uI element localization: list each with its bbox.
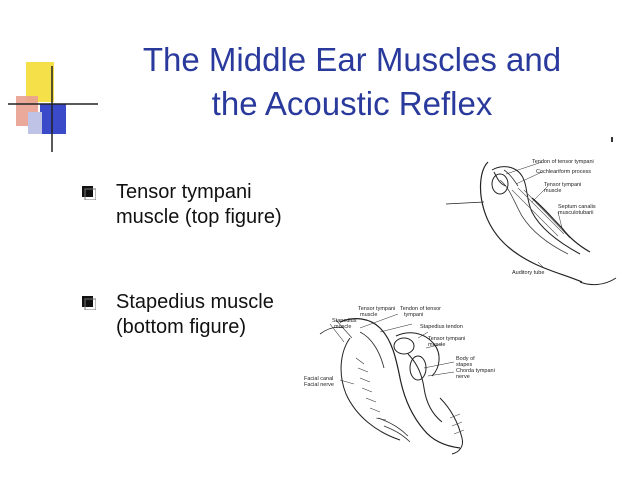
label-bf-1a: Tensor tympani [358, 306, 395, 312]
label-bf-5b: muscle [428, 342, 445, 348]
bottom-figure-label-lines [339, 313, 455, 385]
label-tensor-muscle-2: muscle [544, 188, 561, 194]
label-auditory-tube: Auditory tube [512, 270, 544, 276]
deco-gray-square [28, 112, 42, 134]
label-bf-1b: muscle [360, 312, 377, 318]
slide-title: The Middle Ear Muscles and the Acoustic … [92, 38, 612, 126]
label-septum-1: Septum canalis [558, 204, 596, 210]
label-bf-6a: Body of [456, 356, 475, 362]
label-bf-3b: muscle [334, 324, 351, 330]
label-bf-8a: Facial canal [304, 376, 333, 382]
bullet-text: Tensor tympani muscle (top figure) [116, 180, 282, 230]
bullet-line-2: (bottom figure) [116, 316, 247, 338]
title-line-1: The Middle Ear Muscles and [142, 41, 562, 78]
label-bf-2b: tympani [404, 312, 423, 318]
label-bf-7a: Chorda tympani [456, 368, 495, 374]
bullet-text: Stapedius muscle (bottom figure) [116, 290, 274, 340]
bullet-line-1: Tensor tympani [116, 181, 252, 203]
label-bf-6b: stapes [456, 362, 472, 368]
edge-mark [611, 137, 613, 142]
label-bf-4: Stapedius tendon [420, 324, 463, 330]
bottom-figure-stapedius: Tensor tympani muscle Tendon of tensor t… [304, 306, 495, 455]
bullet-line-2: muscle (top figure) [116, 206, 282, 228]
deco-yellow-square [26, 62, 54, 102]
label-bf-3a: Stapedius [332, 318, 357, 324]
label-septum-2: musculotubarii [558, 210, 593, 216]
bullet-square-icon [82, 296, 96, 310]
label-bf-7b: nerve [456, 374, 470, 380]
label-bf-5a: Tensor tympani [428, 336, 465, 342]
label-bf-2a: Tendon of tensor [400, 306, 441, 312]
top-figure-tensor-tympani: Tendon of tensor tympani Cochleariform p… [445, 159, 617, 286]
label-tendon: Tendon of tensor tympani [532, 159, 594, 165]
bullet-line-1: Stapedius muscle [116, 291, 274, 313]
label-bf-8b: Facial nerve [304, 382, 334, 388]
bullet-square-icon [82, 186, 96, 200]
title-line-2: the Acoustic Reflex [211, 85, 493, 122]
top-figure-label-lines [505, 161, 563, 269]
deco-blue-square [40, 104, 66, 134]
label-tensor-muscle-1: Tensor tympani [544, 182, 581, 188]
corner-decoration [8, 62, 98, 152]
label-cochleariform: Cochleariform process [536, 169, 591, 175]
